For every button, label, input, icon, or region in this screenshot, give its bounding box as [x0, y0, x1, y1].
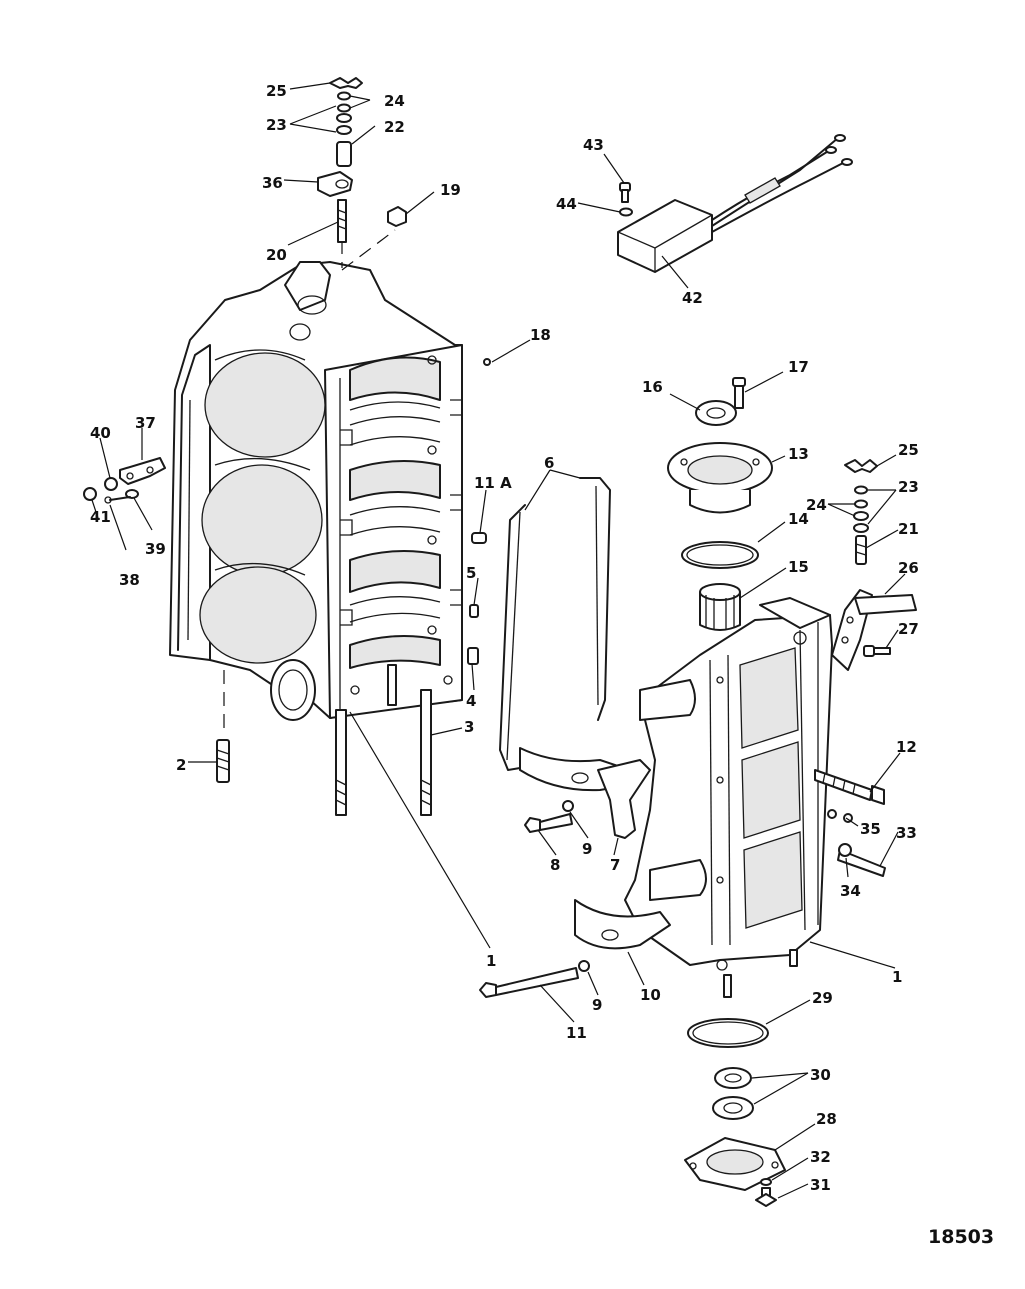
callout-12: 12 — [896, 738, 917, 756]
callout-37: 37 — [135, 414, 156, 432]
callout-7: 7 — [610, 856, 620, 874]
callout-17: 17 — [788, 358, 809, 376]
callout-41: 41 — [90, 508, 111, 526]
tube-6 — [499, 477, 611, 771]
part-5 — [469, 604, 479, 618]
callout-29: 29 — [812, 989, 833, 1007]
right-side-hardware — [814, 769, 886, 877]
callout-36: 36 — [262, 174, 283, 192]
callout-2: 2 — [176, 756, 186, 774]
lower-bearing-stack — [684, 1018, 786, 1207]
part-4 — [467, 647, 479, 665]
callout-6: 6 — [544, 454, 554, 472]
callout-40: 40 — [90, 424, 111, 442]
callout-14: 14 — [788, 510, 809, 528]
callout-22: 22 — [384, 118, 405, 136]
figure-number: 18503 — [928, 1226, 994, 1248]
throttle-lever — [831, 589, 917, 671]
right-top-hardware — [844, 459, 878, 565]
callout-11a: 11 A — [474, 474, 512, 492]
callout-43: 43 — [583, 136, 604, 154]
callout-34: 34 — [840, 882, 861, 900]
callout-27: 27 — [898, 620, 919, 638]
callout-8: 8 — [550, 856, 560, 874]
callout-19: 19 — [440, 181, 461, 199]
callout-23-right: 23 — [898, 478, 919, 496]
callout-25-right: 25 — [898, 441, 919, 459]
leader-lines — [91, 82, 906, 1199]
callout-9-lower: 9 — [592, 996, 602, 1014]
part-11a — [471, 532, 487, 544]
callout-42: 42 — [682, 289, 703, 307]
callout-25: 25 — [266, 82, 287, 100]
top-hardware-stack — [317, 77, 407, 243]
callout-24: 24 — [384, 92, 405, 110]
linkage-parts-left — [83, 457, 166, 504]
callout-16: 16 — [642, 378, 663, 396]
callout-18: 18 — [530, 326, 551, 344]
upper-bearing-stack — [667, 377, 773, 631]
callout-11: 11 — [566, 1024, 587, 1042]
callout-35: 35 — [860, 820, 881, 838]
callout-39: 39 — [145, 540, 166, 558]
callout-13: 13 — [788, 445, 809, 463]
crankcase-cover — [624, 597, 833, 998]
callout-30: 30 — [810, 1066, 831, 1084]
callout-4: 4 — [466, 692, 476, 710]
long-studs — [335, 664, 432, 816]
callout-24-right: 24 — [806, 496, 827, 514]
switch-box-assembly — [617, 134, 853, 273]
callout-1-right: 1 — [892, 968, 902, 986]
callout-1-left: 1 — [486, 952, 496, 970]
part-18 — [483, 358, 491, 366]
callout-10: 10 — [640, 986, 661, 1004]
bearing-caps — [519, 747, 671, 950]
callout-9: 9 — [582, 840, 592, 858]
stud-2 — [216, 739, 230, 783]
callout-21: 21 — [898, 520, 919, 538]
callout-15: 15 — [788, 558, 809, 576]
callout-20: 20 — [266, 246, 287, 264]
cylinder-block — [169, 261, 463, 721]
callout-32: 32 — [810, 1148, 831, 1166]
callout-23: 23 — [266, 116, 287, 134]
callout-28: 28 — [816, 1110, 837, 1128]
callout-38: 38 — [119, 571, 140, 589]
callout-26: 26 — [898, 559, 919, 577]
callout-3: 3 — [464, 718, 474, 736]
callout-5: 5 — [466, 564, 476, 582]
callout-31: 31 — [810, 1176, 831, 1194]
cap-screws — [479, 800, 590, 998]
callout-33: 33 — [896, 824, 917, 842]
callout-labels: 25 24 23 22 36 20 19 43 44 42 18 17 16 1… — [90, 82, 919, 1194]
callout-44: 44 — [556, 195, 577, 213]
